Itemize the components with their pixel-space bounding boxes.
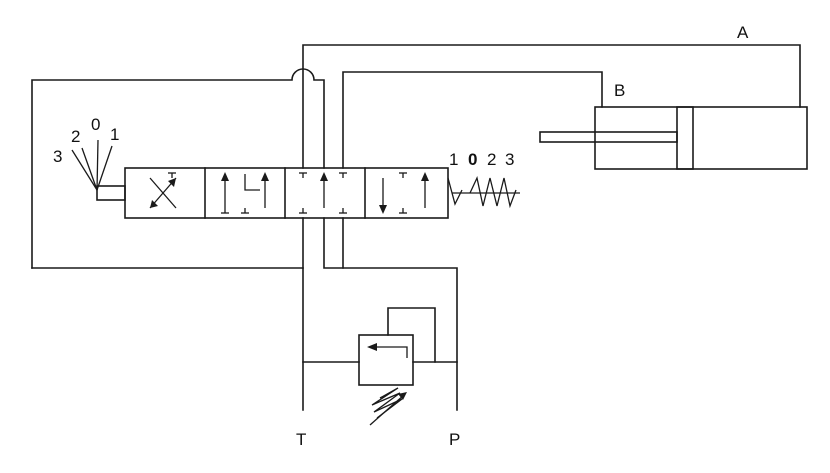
cylinder-rod (539, 131, 678, 143)
line-a (302, 44, 801, 169)
valve-body (124, 167, 449, 219)
pilot-line (31, 68, 325, 269)
lever-actuator (71, 139, 126, 201)
port-b-label: B (614, 81, 625, 100)
valve-position-parallel (221, 172, 269, 214)
valve-position-cross (149, 172, 177, 209)
lever-position-label: 2 (71, 127, 80, 146)
valve-position-straight (379, 172, 429, 214)
port-t-label: T (296, 430, 306, 449)
port-a-label: A (737, 23, 749, 42)
lever-position-label: 1 (110, 125, 119, 144)
port-p-label: P (449, 430, 460, 449)
relief-valve (358, 334, 414, 426)
spring-position-label: 2 (487, 150, 496, 169)
spring-position-label: 1 (449, 150, 458, 169)
valve-p-port-line (323, 217, 344, 269)
valve-position-center (299, 172, 347, 214)
cylinder-piston (676, 106, 694, 170)
relief-valve-body (358, 334, 414, 386)
port-labels: A B T P (296, 23, 749, 449)
spring-position-labels: 1 0 2 3 (449, 150, 514, 169)
line-b (342, 71, 603, 169)
spring-actuator (447, 175, 520, 209)
lever-position-label: 3 (53, 147, 62, 166)
pipe-lines (31, 44, 801, 411)
lever-position-labels: 3 2 0 1 (53, 115, 119, 166)
cylinder-barrel (594, 106, 808, 170)
relief-pilot-line (387, 307, 436, 363)
hydraulic-cylinder (539, 106, 808, 170)
spring-position-label: 0 (468, 150, 477, 169)
lever-position-label: 0 (91, 115, 100, 134)
directional-valve (71, 139, 520, 219)
spring-position-label: 3 (505, 150, 514, 169)
return-line-left (31, 267, 304, 411)
pressure-line (342, 217, 458, 411)
